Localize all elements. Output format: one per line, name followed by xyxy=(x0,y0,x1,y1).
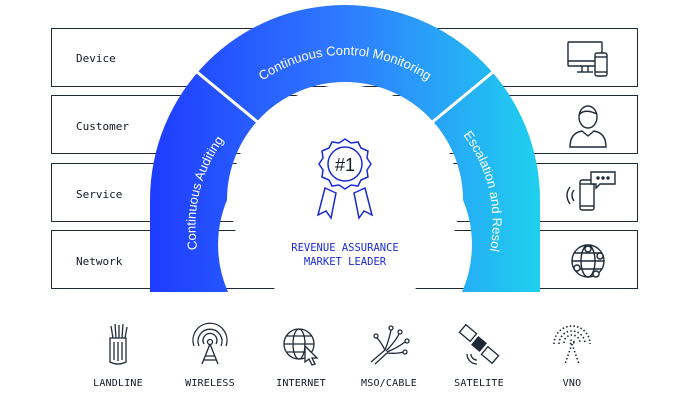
bottom-label-landline: LANDLINE xyxy=(93,378,143,389)
person-icon xyxy=(569,105,607,148)
bottom-label-satelite: SATELITE xyxy=(454,378,504,389)
bottom-label-mso-cable: MSO/CABLE xyxy=(361,378,417,389)
bottom-item-landline: LANDLINE xyxy=(73,322,163,389)
bottom-item-mso-cable: MSO/CABLE xyxy=(344,322,434,389)
bottom-item-satelite: SATELITE xyxy=(434,322,524,389)
network-globe-icon xyxy=(571,244,605,278)
devices-icon xyxy=(567,41,608,77)
award-badge-icon xyxy=(316,138,374,220)
arc-ring xyxy=(150,5,540,292)
fiber-optic-icon xyxy=(370,325,410,365)
row-label-service: Service xyxy=(76,188,123,201)
center-circle xyxy=(231,85,459,300)
bottom-item-wireless: WIRELESS xyxy=(165,322,255,389)
radio-tower-icon xyxy=(192,322,228,365)
satellite-icon xyxy=(458,323,500,365)
bottom-label-wireless: WIRELESS xyxy=(185,378,235,389)
row-label-device: Device xyxy=(76,52,116,65)
center-title-line1: REVENUE ASSURANCE xyxy=(291,242,398,254)
dotted-tower-icon xyxy=(553,325,591,365)
arc-separator-left xyxy=(196,70,261,126)
row-label-customer: Customer xyxy=(76,120,129,133)
arc-separator-right xyxy=(429,70,494,126)
row-label-network: Network xyxy=(76,255,123,268)
fiber-cable-icon xyxy=(109,323,128,365)
globe-cursor-icon xyxy=(283,328,319,366)
center-title-line2: MARKET LEADER xyxy=(304,256,387,268)
bottom-item-internet: INTERNET xyxy=(256,322,346,389)
phone-chat-icon xyxy=(566,171,616,211)
arc-diagram: Continuous Control Monitoring Continuous… xyxy=(150,5,540,300)
bottom-label-internet: INTERNET xyxy=(276,378,326,389)
bottom-label-vno: VNO xyxy=(562,378,582,389)
bottom-item-vno: VNO xyxy=(527,322,617,389)
badge-number: #1 xyxy=(335,155,355,175)
